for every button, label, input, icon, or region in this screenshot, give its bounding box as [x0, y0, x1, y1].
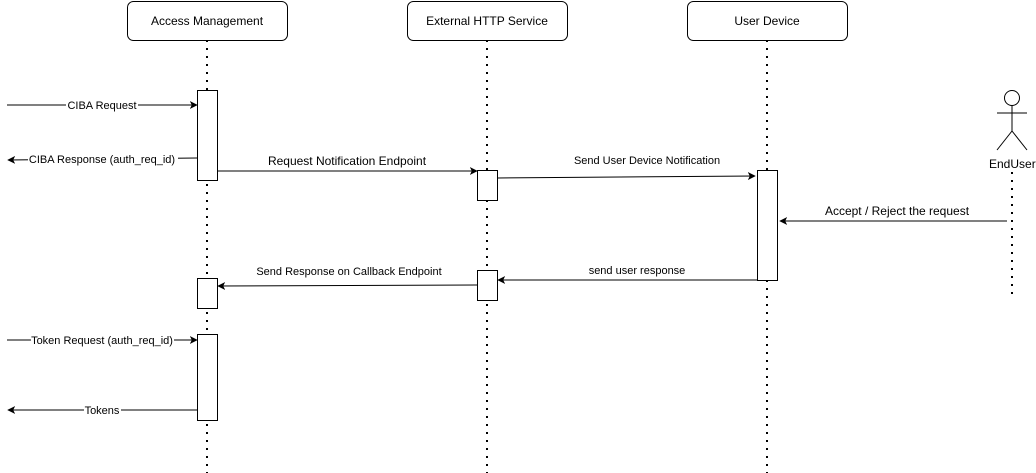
- message-label: Token Request (auth_req_id): [31, 335, 173, 347]
- message-send-user-device-notification[interactable]: Send User Device Notification: [496, 155, 756, 181]
- participant-external-http-service[interactable]: External HTTP Service: [407, 1, 568, 41]
- actor-end-user[interactable]: EndUser: [989, 90, 1036, 172]
- activation-access-management-1: [197, 90, 218, 181]
- message-label: Send Response on Callback Endpoint: [256, 266, 441, 278]
- message-ciba-request[interactable]: CIBA Request: [7, 98, 198, 112]
- actor-label: EndUser: [989, 157, 1036, 171]
- participant-label: Access Management: [151, 14, 264, 28]
- activation-user-device: [757, 170, 778, 281]
- message-ciba-response[interactable]: CIBA Response (auth_req_id): [7, 152, 198, 166]
- activation-access-management-2: [197, 278, 218, 309]
- message-send-response-callback[interactable]: Send Response on Callback Endpoint: [217, 266, 478, 290]
- message-accept-reject-request[interactable]: Accept / Reject the request: [779, 204, 1007, 225]
- message-send-user-response[interactable]: send user response: [497, 265, 757, 284]
- message-label: Tokens: [85, 405, 120, 417]
- activation-external-http-2: [477, 270, 498, 301]
- message-tokens[interactable]: Tokens: [7, 403, 197, 417]
- message-label: CIBA Request: [67, 100, 136, 112]
- actor-head: [1004, 90, 1020, 106]
- participant-label: User Device: [734, 14, 800, 28]
- message-label: Request Notification Endpoint: [268, 154, 427, 168]
- message-label: send user response: [589, 265, 686, 277]
- participant-access-management[interactable]: Access Management: [127, 1, 288, 41]
- message-label: Send User Device Notification: [574, 155, 720, 167]
- message-request-notification-endpoint[interactable]: Request Notification Endpoint: [217, 154, 478, 175]
- activation-external-http-1: [477, 170, 498, 201]
- activation-access-management-3: [197, 334, 218, 421]
- participant-label: External HTTP Service: [426, 14, 548, 28]
- participant-user-device[interactable]: User Device: [687, 1, 848, 41]
- message-label: Accept / Reject the request: [825, 204, 970, 218]
- message-label: CIBA Response (auth_req_id): [29, 154, 175, 166]
- message-token-request[interactable]: Token Request (auth_req_id): [7, 333, 198, 347]
